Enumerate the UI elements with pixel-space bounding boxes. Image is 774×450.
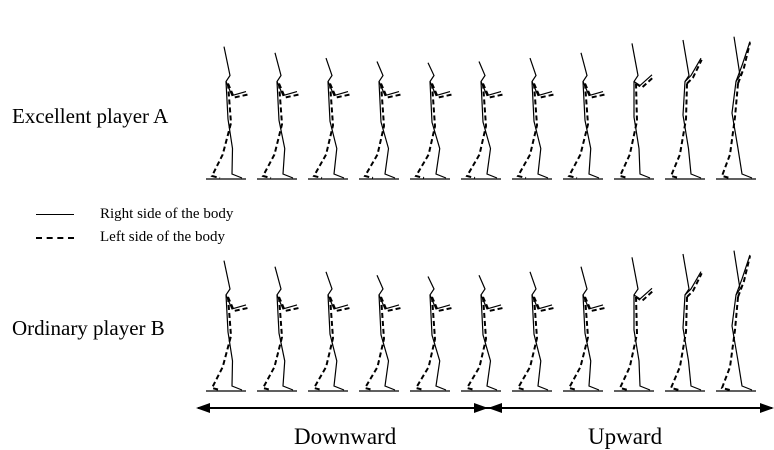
player-a-left-side-line-6 [467,84,486,178]
player-a-right-side-line-6 [479,62,497,178]
player-a-right-side-line-4 [377,62,395,178]
phase-arrow [196,403,774,413]
player-a-left-arm-line-7 [534,84,554,98]
player-a-figure-6 [461,62,503,179]
player-b-figure-1 [206,261,248,391]
player-a-left-arm-line-8 [585,84,605,98]
player-b-figure-4 [359,275,401,391]
player-a-right-side-line-11 [732,37,752,178]
player-b-left-arm-line-5 [432,297,452,311]
player-a-figure-11 [716,37,756,179]
player-b-figure-11 [716,251,756,391]
player-a-figure-7 [512,58,554,179]
player-a-left-arm-line-1 [228,84,248,98]
middle-arrowhead-right-icon [488,403,502,413]
player-b-figure-3 [308,272,350,391]
left-arrowhead-icon [196,403,210,413]
player-a-left-arm-line-6 [483,84,503,98]
player-a-left-side-line-8 [569,84,588,178]
player-b-figure-8 [563,267,605,391]
player-b-figure-5 [410,276,452,391]
downward-phase-label: Downward [294,424,396,450]
player-a-figure-8 [563,53,605,179]
player-b-left-arm-line-11 [738,256,750,297]
dashed-line-swatch [36,237,74,239]
player-a-left-side-line-5 [416,84,435,178]
player-a-left-arm-line-9 [636,77,653,87]
player-b-left-arm-line-8 [585,297,605,311]
player-a-figure-10 [665,40,705,179]
player-b-left-side-line-8 [569,297,588,390]
upward-phase-label: Upward [588,424,662,450]
player-b-figure-10 [665,254,705,391]
player-b-right-side-line-6 [479,275,497,390]
player-b-figure-2 [257,267,299,391]
player-b-left-arm-line-4 [381,297,401,311]
player-b-left-arm-line-2 [279,297,299,311]
row-player-b-figures [206,251,756,391]
player-b-left-side-line-7 [518,297,537,390]
player-a-left-arm-line-3 [330,84,350,98]
player-a-left-side-line-2 [263,84,282,178]
player-b-left-side-line-5 [416,297,435,390]
player-b-left-side-line-2 [263,297,282,390]
player-a-right-side-line-3 [326,58,344,178]
player-a-left-side-line-3 [314,84,333,178]
player-a-right-side-line-1 [224,47,242,178]
legend-right-side: Right side of the body [36,206,233,223]
player-a-figure-5 [410,63,452,179]
player-a-figure-1 [206,47,248,179]
player-b-right-side-line-2 [275,267,293,390]
player-b-left-side-line-6 [467,297,486,390]
player-a-left-arm-line-11 [738,43,750,84]
player-b-left-arm-line-1 [228,297,248,311]
player-a-left-side-line-4 [365,84,384,178]
player-a-figure-2 [257,53,299,179]
player-b-left-side-line-1 [212,297,231,390]
player-a-right-side-line-7 [530,58,548,178]
player-b-label: Ordinary player B [12,316,165,341]
player-a-right-side-line-8 [581,53,599,178]
player-a-left-arm-line-5 [432,84,452,98]
player-a-left-arm-line-2 [279,84,299,98]
player-b-left-arm-line-10 [687,273,702,297]
player-a-figure-4 [359,62,401,179]
legend-left-side-label: Left side of the body [100,229,225,246]
player-b-right-side-line-1 [224,261,242,390]
player-b-left-side-line-4 [365,297,384,390]
player-a-right-side-line-2 [275,53,293,178]
player-a-figure-9 [614,43,654,179]
player-a-label: Excellent player A [12,104,168,129]
player-b-right-side-line-9 [632,257,650,390]
player-b-right-side-line-3 [326,272,344,390]
player-a-left-side-line-7 [518,84,537,178]
row-player-a-figures [206,37,756,179]
player-b-right-side-line-7 [530,272,548,390]
player-a-right-side-line-9 [632,43,650,178]
middle-arrowhead-left-icon [474,403,488,413]
player-b-figure-7 [512,272,554,391]
player-b-right-side-line-11 [732,251,752,390]
legend-left-side: Left side of the body [36,229,225,246]
legend-right-side-label: Right side of the body [100,206,233,223]
player-b-right-side-line-5 [428,276,446,390]
player-b-left-arm-line-9 [636,291,653,301]
player-b-right-side-line-8 [581,267,599,390]
player-b-left-arm-line-3 [330,297,350,311]
player-b-left-arm-line-6 [483,297,503,311]
player-a-left-arm-line-4 [381,84,401,98]
player-a-right-side-line-5 [428,63,446,178]
right-arrowhead-icon [760,403,774,413]
solid-line-swatch [36,214,74,215]
player-a-left-side-line-1 [212,84,231,178]
player-b-right-side-line-4 [377,275,395,390]
player-a-left-arm-line-10 [687,60,702,84]
player-b-figure-9 [614,257,654,391]
player-b-figure-6 [461,275,503,391]
player-a-figure-3 [308,58,350,179]
player-b-left-side-line-3 [314,297,333,390]
player-b-left-arm-line-7 [534,297,554,311]
